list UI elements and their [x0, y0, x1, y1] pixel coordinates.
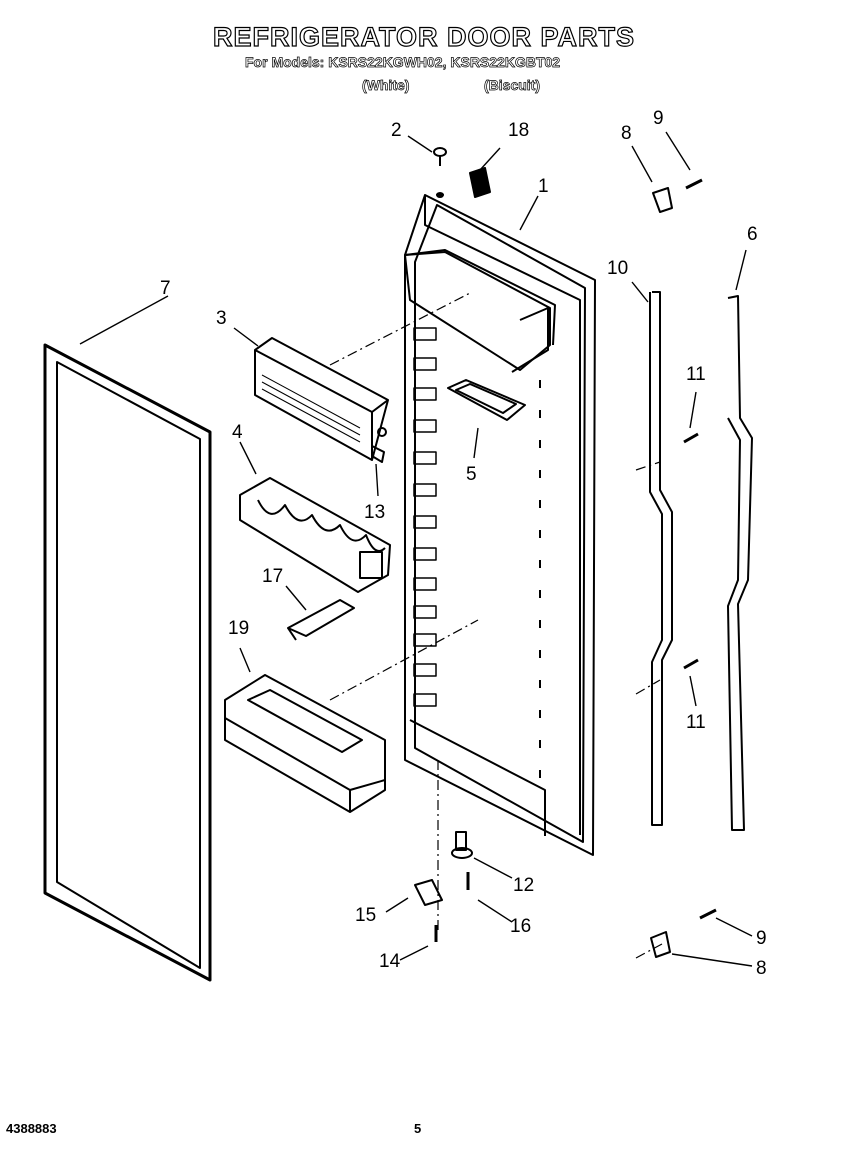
callout-14: 14	[379, 951, 401, 972]
part-17-clip	[287, 599, 355, 641]
part-9-screw-top	[685, 178, 703, 190]
part-1-door-liner	[404, 194, 596, 856]
document-number: 4388883	[6, 1121, 57, 1136]
callout-16: 16	[510, 916, 531, 937]
page-number: 5	[414, 1121, 422, 1136]
callout-19: 19	[228, 618, 249, 639]
part-11-screw-upper	[683, 432, 699, 444]
part-15-bracket	[414, 879, 443, 906]
callout-18: 18	[508, 120, 529, 141]
variant-biscuit-label: (Biscuit)	[484, 77, 541, 94]
part-13-clip	[371, 445, 385, 463]
callout-6: 6	[747, 224, 758, 245]
part-2-screw	[433, 147, 447, 198]
callout-9-bottom: 9	[756, 928, 767, 949]
part-3-shelf-cover	[254, 337, 389, 461]
callout-9-top: 9	[653, 108, 664, 129]
callout-8-bottom: 8	[756, 958, 767, 979]
part-18-label	[469, 167, 491, 198]
part-10-handle-strip	[649, 291, 673, 826]
part-7-door-gasket	[43, 343, 212, 982]
part-9-screw-bottom	[699, 908, 717, 920]
callout-11-lower: 11	[686, 712, 706, 733]
callout-2: 2	[391, 120, 402, 141]
models-line: For Models: KSRS22KGWH02, KSRS22KGBT02	[245, 54, 561, 71]
part-5-butter-tray	[447, 379, 526, 421]
callout-11-upper: 11	[686, 364, 706, 385]
part-4-egg-tray	[239, 477, 391, 593]
callout-3: 3	[216, 308, 227, 329]
callout-5: 5	[466, 464, 477, 485]
callout-8-top: 8	[621, 123, 632, 144]
callout-4: 4	[232, 422, 243, 443]
assembly-lines	[329, 291, 663, 959]
part-11-screw-lower	[683, 658, 699, 670]
callout-17: 17	[262, 566, 283, 587]
leader-lines	[79, 131, 753, 967]
callout-7: 7	[160, 278, 171, 299]
part-12-hinge	[451, 831, 473, 859]
part-6-trim	[727, 295, 753, 831]
part-19-door-bin	[224, 674, 386, 813]
callout-12: 12	[513, 875, 534, 896]
variant-white-label: (White)	[362, 77, 410, 94]
callout-10: 10	[607, 258, 628, 279]
part-8-hinge-bottom	[650, 931, 671, 958]
part-8-hinge-top	[652, 187, 673, 213]
callout-1: 1	[538, 176, 549, 197]
callout-15: 15	[355, 905, 376, 926]
page-title: REFRIGERATOR DOOR PARTS	[212, 21, 635, 52]
callout-13: 13	[364, 502, 385, 523]
